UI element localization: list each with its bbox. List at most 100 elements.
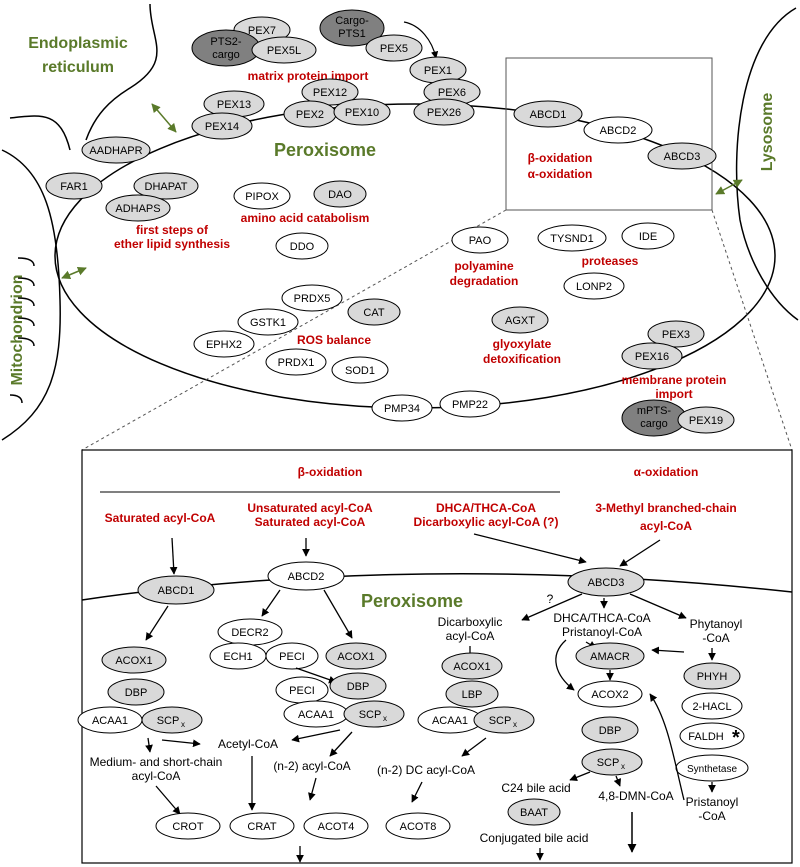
svg-text:ACAA1: ACAA1 [432,715,468,727]
inset-abcd3: ABCD3 [567,567,645,597]
unsat-acyl-label-2: Saturated acyl-CoA [255,515,366,529]
adhaps: ADHAPS [105,194,171,222]
pex13: PEX13 [203,90,265,118]
svg-text:2-HACL: 2-HACL [692,701,731,713]
svg-text:PEX13: PEX13 [217,99,251,111]
inset-acaa1-a: ACAA1 [77,706,143,734]
cargo-pts1: Cargo-PTS1 [319,9,385,47]
acetyl-coa-label: Acetyl-CoA [218,737,278,751]
inset-acaa1-c: ACAA1 [417,706,483,734]
inset-decr2: DECR2 [217,618,283,646]
er-label-2: reticulum [42,59,114,76]
svg-text:ACOX1: ACOX1 [453,661,490,673]
ephx2: EPHX2 [193,330,255,358]
svg-text:PEX19: PEX19 [689,415,723,427]
svg-text:PTS2-: PTS2- [210,36,242,48]
svg-text:cargo: cargo [212,49,240,61]
lysosome-membrane [735,7,799,321]
inset-acox1-c: ACOX1 [441,652,503,680]
arrow-abcd3-dicarb [521,593,583,621]
svg-text:PEX26: PEX26 [427,107,461,119]
n2-acyl-label: (n-2) acyl-CoA [273,759,350,773]
svg-text:SCP: SCP [359,709,382,721]
prdx5: PRDX5 [281,284,343,312]
lysosome-label: Lysosome [759,93,776,172]
inset-synthetase: Synthetase [675,754,749,782]
glyoxylate-label-2: detoxification [483,352,561,366]
svg-text:BAAT: BAAT [520,807,548,819]
svg-text:LONP2: LONP2 [576,281,612,293]
pao: PAO [451,226,509,254]
mpts-cargo: mPTS-cargo [621,399,687,437]
svg-text:cargo: cargo [640,418,668,430]
svg-text:PTS1: PTS1 [338,28,366,40]
inset-peroxisome-label: Peroxisome [361,591,463,611]
inset-peci-a: PECI [265,642,319,670]
inset-acot4: ACOT4 [303,812,369,840]
ros-label: ROS balance [297,333,371,347]
unsat-acyl-label-1: Unsaturated acyl-CoA [247,501,373,515]
svg-text:AADHAPR: AADHAPR [89,145,142,157]
inset-peci-b: PECI [275,676,329,704]
svg-text:CRAT: CRAT [247,821,276,833]
dhca-label-1: DHCA/THCA-CoA [436,501,536,515]
n2-dc-label: (n-2) DC acyl-CoA [377,763,475,777]
svg-text:AMACR: AMACR [590,651,630,663]
svg-text:x: x [383,714,387,723]
svg-text:PEX12: PEX12 [313,87,347,99]
svg-text:PRDX1: PRDX1 [278,357,315,369]
svg-text:PEX14: PEX14 [205,121,239,133]
pex16: PEX16 [621,342,683,370]
svg-text:CAT: CAT [363,307,384,319]
peroxisome-label: Peroxisome [274,140,376,160]
inset-ech1: ECH1 [209,642,267,670]
pex12: PEX12 [301,78,359,106]
mito-exchange-arrow [61,266,87,280]
er-membrane-lower [9,115,71,151]
arrow-n2dc-acot8 [411,781,423,803]
arrow-dhca-to-abcd3 [473,533,587,565]
aadhapr: AADHAPR [81,136,151,164]
pex3: PEX3 [647,320,705,348]
svg-text:PECI: PECI [279,651,305,663]
inset-faldh: FALDH* [679,722,745,750]
svg-text:ACOX1: ACOX1 [337,651,374,663]
svg-text:Synthetase: Synthetase [687,764,737,775]
pts2-cargo: PTS2-cargo [191,29,261,67]
arrow-phytanoyl-amacr [651,646,685,655]
inset-zoom-box [505,57,713,211]
svg-text:ABCD3: ABCD3 [588,577,625,589]
pex5: PEX5 [365,34,423,62]
svg-text:DAO: DAO [328,189,352,201]
er-label-1: Endoplasmic [28,35,128,52]
svg-text:ACOT4: ACOT4 [318,821,355,833]
arrow-pristanoyl-acox2 [649,693,685,801]
svg-text:Cargo-: Cargo- [335,15,369,27]
inset-2-hacl: 2-HACL [681,692,743,720]
pristanoyl-label-2: -CoA [698,809,725,823]
phytanoyl-label-1: Phytanoyl [690,617,743,631]
svg-text:ABCD2: ABCD2 [600,125,637,137]
tysnd1: TYSND1 [537,224,607,252]
polyamine-label-2: degradation [450,274,519,288]
svg-text:PEX7: PEX7 [248,25,276,37]
dicarb-label-2: acyl-CoA [446,629,495,643]
pex5-recycle-arrow [403,21,439,59]
pex1: PEX1 [409,56,467,84]
sat-acyl-label: Saturated acyl-CoA [105,511,216,525]
svg-text:PEX3: PEX3 [662,329,690,341]
conj-bile-label: Conjugated bile acid [480,831,589,845]
svg-text:ABCD2: ABCD2 [288,571,325,583]
inset-acox1-a: ACOX1 [101,646,167,674]
prdx1: PRDX1 [265,348,327,376]
pipox: PIPOX [233,182,291,210]
sod1: SOD1 [331,356,389,384]
svg-text:ACAA1: ACAA1 [92,715,128,727]
dhapat: DHAPAT [133,172,199,200]
arrow-col2-acetyl [291,729,341,743]
inset-crat: CRAT [229,812,295,840]
svg-text:PEX1: PEX1 [424,65,452,77]
svg-text:SCP: SCP [597,757,620,769]
